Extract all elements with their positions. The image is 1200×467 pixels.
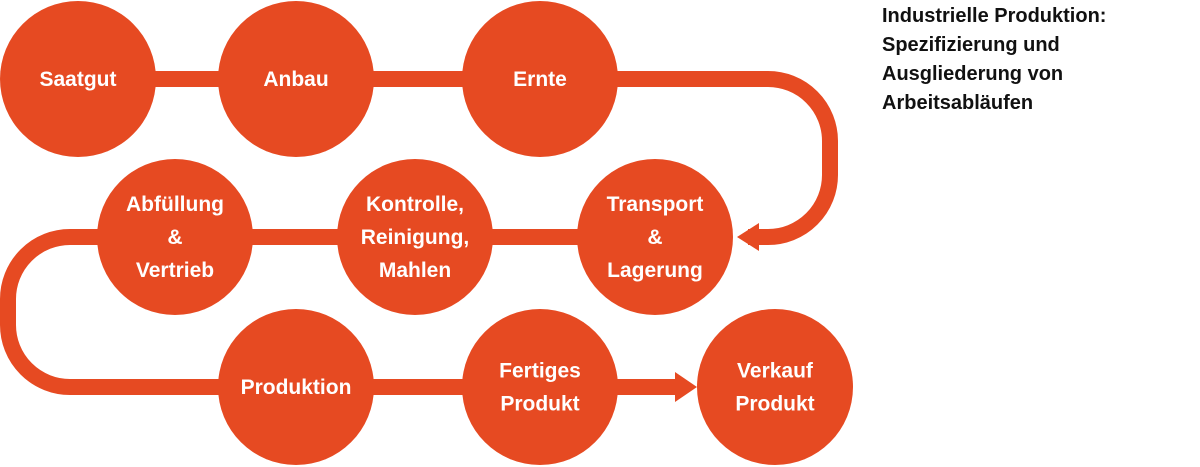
node-circle (577, 159, 733, 315)
node-circle (697, 309, 853, 465)
heading-line: Industrielle Produktion: (882, 5, 1107, 27)
node-transport: Transport & Lagerung (577, 159, 733, 315)
node-label: & (167, 226, 182, 249)
node-circle (0, 1, 156, 157)
node-ernte: Ernte (462, 1, 618, 157)
node-label: & (647, 226, 662, 249)
heading-line: Arbeitsabläufen (882, 92, 1034, 114)
node-circle (462, 1, 618, 157)
node-label: Vertrieb (136, 259, 214, 282)
node-anbau: Anbau (218, 1, 374, 157)
connector-abfuellung-to-produktion (0, 229, 296, 395)
node-label: Verkauf (737, 360, 814, 383)
node-label: Fertiges (499, 360, 581, 383)
node-label: Transport (607, 193, 704, 216)
diagram-heading: Industrielle Produktion: Spezifizierung … (882, 2, 1192, 118)
node-label: Reinigung, (361, 226, 470, 249)
node-circle (97, 159, 253, 315)
node-label: Mahlen (379, 259, 451, 282)
heading-line: Ausgliederung von (882, 63, 1064, 85)
node-label: Produkt (500, 393, 579, 416)
node-circle (337, 159, 493, 315)
node-saatgut: Saatgut (0, 1, 156, 157)
node-label: Produktion (241, 376, 352, 399)
heading-line: Spezifizierung und (882, 34, 1060, 56)
node-label: Kontrolle, (366, 193, 464, 216)
node-abfuellung: Abfüllung & Vertrieb (97, 159, 253, 315)
node-circle (218, 1, 374, 157)
node-label: Abfüllung (126, 193, 224, 216)
node-circle (462, 309, 618, 465)
arrowhead-transport (737, 223, 759, 251)
node-label: Saatgut (39, 68, 116, 91)
node-label: Anbau (263, 68, 328, 91)
node-circle (218, 309, 374, 465)
node-produktion: Produktion (218, 309, 374, 465)
node-label: Produkt (735, 393, 814, 416)
node-kontrolle: Kontrolle, Reinigung, Mahlen (337, 159, 493, 315)
arrowhead-verkauf (675, 372, 697, 402)
node-label: Lagerung (607, 259, 703, 282)
connector-ernte-to-transport (540, 71, 838, 245)
node-label: Ernte (513, 68, 567, 91)
